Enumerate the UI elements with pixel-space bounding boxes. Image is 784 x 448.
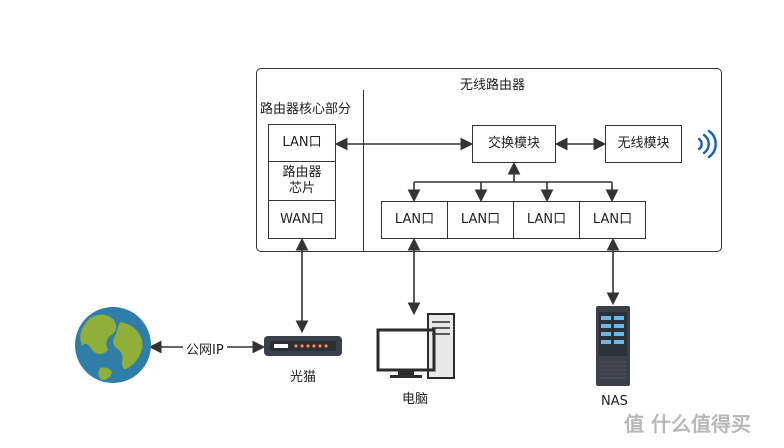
globe-icon xyxy=(75,307,151,383)
watermark-text: 值 什么值得买 xyxy=(624,412,751,436)
public-ip-label: 公网IP xyxy=(183,339,227,358)
lan-port-label: LAN口 xyxy=(592,212,633,227)
router-chip-label: 路由器 芯片 xyxy=(282,165,322,196)
lan-port-2: LAN口 xyxy=(447,201,514,239)
switch-module-label: 交换模块 xyxy=(487,136,540,151)
lan-port-label: LAN口 xyxy=(460,212,501,227)
modem-label: 光猫 xyxy=(290,370,317,385)
lan-port-label: LAN口 xyxy=(394,212,435,227)
modem-icon xyxy=(264,336,342,356)
wan-port-label: WAN口 xyxy=(280,211,324,227)
wireless-module: 无线模块 xyxy=(605,125,682,163)
lan-port-label: LAN口 xyxy=(526,212,567,227)
router-container xyxy=(256,68,722,252)
wifi-icon xyxy=(697,129,717,159)
nas-label: NAS xyxy=(601,394,628,409)
router-title: 无线路由器 xyxy=(460,78,526,93)
watermark: 值 什么值得买 xyxy=(624,408,751,437)
core-lan-port: LAN口 xyxy=(268,124,336,162)
core-section-title: 路由器核心部分 xyxy=(260,102,352,117)
wan-port: WAN口 xyxy=(268,200,336,239)
lan-port-1: LAN口 xyxy=(381,201,448,239)
computer-icon xyxy=(376,313,455,379)
router-chip: 路由器 芯片 xyxy=(268,161,336,201)
pc-label: 电脑 xyxy=(402,392,429,407)
wireless-module-label: 无线模块 xyxy=(617,136,670,151)
lan-port-4: LAN口 xyxy=(579,201,646,239)
router-core-section xyxy=(256,90,364,252)
lan-port-3: LAN口 xyxy=(513,201,580,239)
nas-server-icon xyxy=(596,306,630,386)
core-lan-label: LAN口 xyxy=(282,135,322,150)
